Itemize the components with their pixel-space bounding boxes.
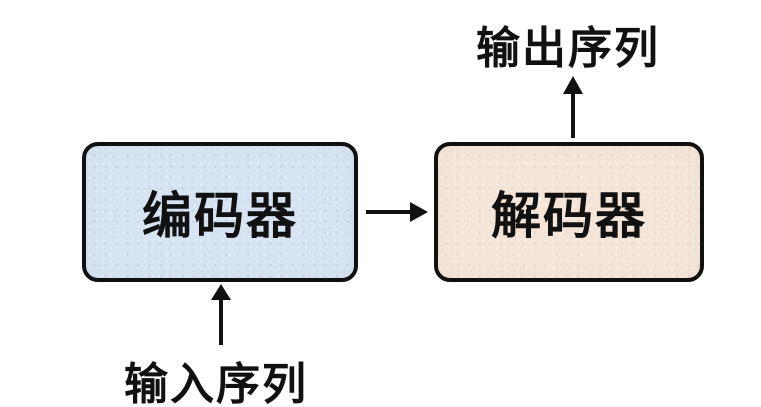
- output-sequence-label: 输出序列: [476, 23, 660, 74]
- input-sequence-label: 输入序列: [124, 359, 308, 407]
- encoder-box: 编码器: [82, 142, 358, 282]
- edge-decoder-to-output: [563, 76, 583, 138]
- edge-encoder-to-decoder: [366, 202, 428, 222]
- decoder-box: 解码器: [434, 142, 704, 282]
- decoder-label: 解码器: [491, 187, 647, 245]
- encoder-label: 编码器: [142, 187, 298, 245]
- edge-input-to-encoder: [211, 284, 231, 345]
